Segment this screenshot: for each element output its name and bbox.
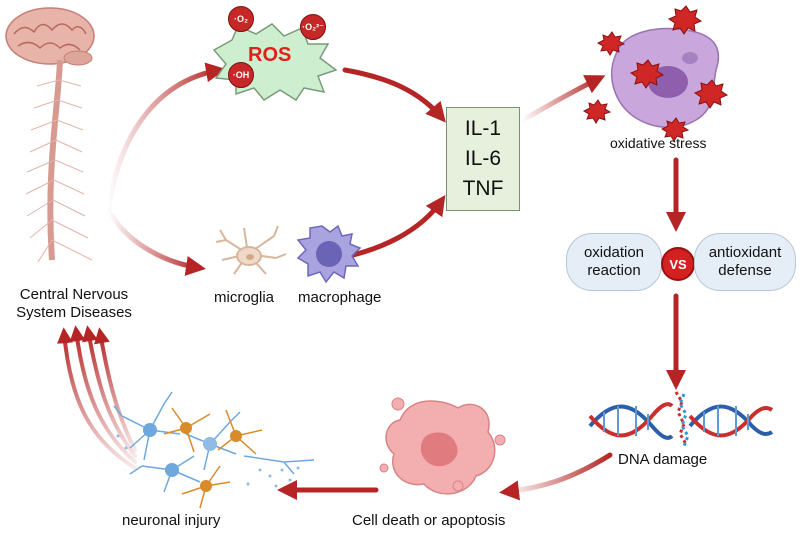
cytokine-box: IL-1 IL-6 TNF [446,107,520,211]
hydroxyl-radical: ·OH [228,62,254,88]
cell-death-label: Cell death or apoptosis [352,512,506,529]
superoxide-burst-icons [582,5,729,142]
injury-to-disease-arrows [57,325,137,470]
neuronal-injury-label: neuronal injury [122,512,221,529]
microglia-icon [215,225,287,275]
superoxide-radical: ·O₂ [228,6,254,32]
apoptotic-cell-icon [379,397,506,495]
cytokine-tnf: TNF [462,177,504,200]
microglia-label: microglia [214,289,275,306]
antioxidant-defense-label: antioxidant defense [708,244,782,279]
antioxidant-defense-pill: antioxidant defense [694,233,796,291]
peroxide-radical: ·O₂²⁻ [300,14,326,40]
oxidation-reaction-pill: oxidation reaction [566,233,662,291]
cytokine-il1: IL-1 [464,117,502,140]
dna-damage-label: DNA damage [618,451,708,468]
cytokine-il6: IL-6 [464,147,502,170]
macrophage-icon [296,224,362,284]
macrophage-label: macrophage [298,289,382,306]
stressed-cell-icon [611,27,720,129]
neurons-icon [113,391,315,509]
oxidation-reaction-label: oxidation reaction [583,244,645,279]
ros-label: ROS [248,44,292,66]
brain-spinal-cord-icon [5,7,95,263]
vs-badge: VS [661,247,695,281]
oxidative-stress-label: oxidative stress [610,135,707,151]
dna-damage-icon [588,391,774,447]
cns-diseases-label: Central Nervous System Diseases [16,286,132,321]
